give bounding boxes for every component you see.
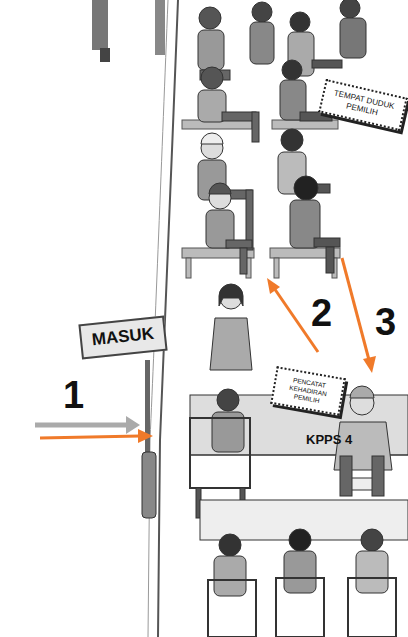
node-text: PENCATAT KEHADIRAN PEMILIH: [277, 374, 338, 407]
callout-number: 3: [375, 303, 396, 341]
entrance-sign: MASUK: [78, 316, 167, 360]
node-text: TEMPAT DUDUK PEMILIH: [326, 87, 400, 122]
callout-number: 2: [311, 294, 332, 332]
table-sign: KPPS 4: [306, 433, 352, 446]
node-text: MASUK: [85, 323, 161, 351]
callout-number: 1: [63, 376, 84, 414]
